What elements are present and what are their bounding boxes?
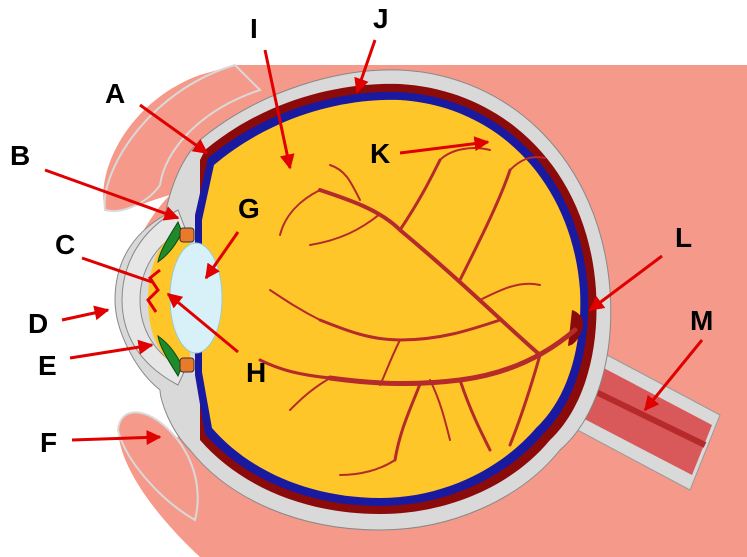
ciliary-body-upper [180,228,194,242]
label-A: A [105,78,125,109]
label-C: C [55,229,75,260]
lens [170,243,222,353]
label-K: K [370,138,390,169]
arrow-D [62,310,108,320]
label-J: J [373,3,389,34]
label-B: B [10,140,30,171]
label-F: F [40,427,57,458]
ciliary-body-lower [180,358,194,372]
label-L: L [675,222,692,253]
label-G: G [238,193,260,224]
label-H: H [246,357,266,388]
label-E: E [38,350,57,381]
label-M: M [690,305,713,336]
label-D: D [28,308,48,339]
label-I: I [250,13,258,44]
